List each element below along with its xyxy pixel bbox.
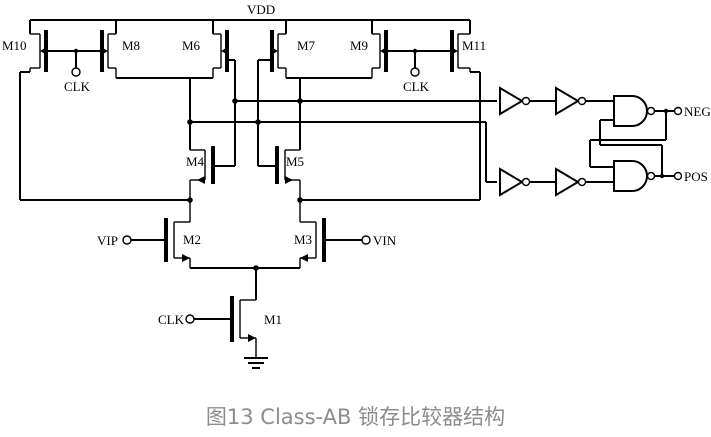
m8-label: M8 — [122, 38, 140, 53]
vip-label: VIP — [97, 233, 118, 248]
transistor-m9 — [371, 30, 388, 78]
m9-label: M9 — [350, 38, 368, 53]
clk-left-label: CLK — [64, 79, 91, 94]
clk-right-gate-net — [386, 48, 452, 77]
right-output-node — [219, 59, 497, 167]
transistor-m3 — [299, 200, 371, 268]
transistor-m7 — [270, 30, 287, 78]
transistor-m10 — [29, 30, 48, 72]
nand-cross-coupling — [589, 108, 669, 179]
vin-label: VIN — [373, 233, 397, 248]
figure-caption: 图13 Class-AB 锁存比较器结构 — [205, 405, 506, 429]
latch-comparator-schematic: VDD M10 M8 CLK M6 — [2, 2, 711, 369]
m10-label: M10 — [2, 38, 27, 53]
nand-top — [613, 95, 683, 127]
m11-label: M11 — [462, 38, 486, 53]
m6-label: M6 — [182, 38, 201, 53]
transistor-m4 — [189, 146, 219, 200]
m5-label: M5 — [286, 154, 304, 169]
m7-label: M7 — [297, 38, 316, 53]
buffer-top-2 — [555, 86, 587, 116]
clk-bottom-label: CLK — [158, 312, 185, 327]
ground-symbol — [244, 357, 268, 369]
m1-label: M1 — [264, 312, 282, 327]
buffer-bottom-2 — [555, 167, 587, 197]
transistor-m2 — [122, 200, 191, 268]
left-output-node — [116, 59, 497, 183]
buffer-bottom-1 — [499, 167, 531, 197]
transistor-m5 — [275, 146, 301, 200]
vdd-rail — [29, 19, 471, 34]
transistor-m1 — [185, 296, 257, 358]
buffer-top-1 — [499, 86, 531, 116]
transistor-m8 — [100, 30, 117, 78]
tail-node — [190, 265, 300, 300]
clk-right-label: CLK — [403, 79, 430, 94]
pos-output-label: POS — [684, 169, 708, 184]
m4-label: M4 — [186, 154, 205, 169]
reset-feedback-wires — [19, 71, 481, 203]
clk-left-gate-net — [46, 48, 102, 77]
m2-label: M2 — [183, 232, 201, 247]
vdd-label: VDD — [247, 2, 275, 17]
m3-label: M3 — [294, 232, 312, 247]
transistor-m6 — [212, 30, 229, 78]
nand-bottom — [613, 160, 683, 192]
neg-output-label: NEG — [684, 104, 711, 119]
